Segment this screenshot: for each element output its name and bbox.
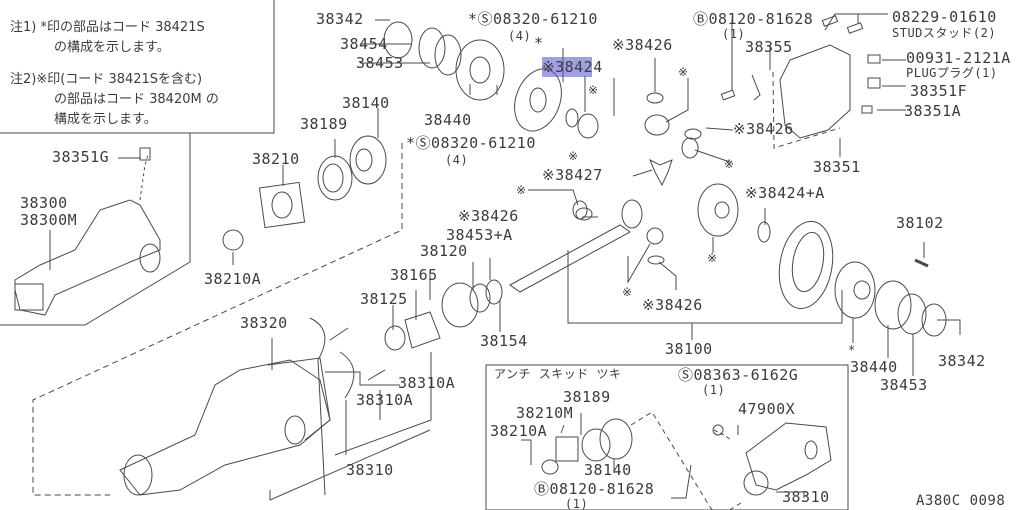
part-label-38300M[interactable]: 38300M xyxy=(20,211,78,229)
part-label-38165[interactable]: 38165 xyxy=(390,266,438,284)
part-label-38342[interactable]: 38342 xyxy=(316,10,364,28)
part-label-38310[interactable]: 38310 xyxy=(346,461,394,479)
part-label-38351G[interactable]: 38351G xyxy=(52,148,110,166)
part-label-38140[interactable]: 38140 xyxy=(342,94,390,112)
part-label-38355[interactable]: 38355 xyxy=(745,38,793,56)
bolt-label-08320-61210-top[interactable]: *Ⓢ08320-61210 xyxy=(468,10,598,28)
part-label-38120[interactable]: 38120 xyxy=(420,242,468,260)
kome-marker-3: ※ xyxy=(568,149,579,163)
bolt-label-08320-61210-mid[interactable]: *Ⓢ08320-61210 xyxy=(406,134,536,152)
part-label-38426-a[interactable]: ※38426 xyxy=(612,36,673,54)
part-label-38189[interactable]: 38189 xyxy=(300,115,348,133)
part-label-38440-bottom[interactable]: 38440 xyxy=(850,358,898,376)
part-label-38453[interactable]: 38453 xyxy=(356,54,404,72)
part-label-38342-bottom[interactable]: 38342 xyxy=(938,352,986,370)
part-label-38453-bottom[interactable]: 38453 xyxy=(880,376,928,394)
note-2-line-3: 構成を示します。 xyxy=(54,112,157,127)
part-label-38210[interactable]: 38210 xyxy=(252,150,300,168)
bolt-qty-b-top: (1) xyxy=(722,27,746,41)
part-label-38351A[interactable]: 38351A xyxy=(904,102,962,120)
part-label-38426-c[interactable]: ※38426 xyxy=(458,207,519,225)
inset-line-art xyxy=(521,411,832,510)
inset-part-38210M[interactable]: 38210M xyxy=(516,404,574,422)
asterisk-marker: * xyxy=(534,34,544,52)
plug-part-number[interactable]: 00931-2121A xyxy=(906,49,1011,67)
part-label-38440[interactable]: 38440 xyxy=(424,111,472,129)
part-label-38454[interactable]: 38454 xyxy=(340,35,388,53)
part-label-38210A[interactable]: 38210A xyxy=(204,270,262,288)
selection-highlight xyxy=(542,57,592,77)
part-label-38424A[interactable]: ※38424+A xyxy=(745,184,825,202)
part-label-38351F[interactable]: 38351F xyxy=(910,82,968,100)
inset-title: アンチ スキッド ツキ xyxy=(494,367,622,381)
inset-bolt-s-qty: (1) xyxy=(702,383,726,397)
part-label-38310A-2[interactable]: 38310A xyxy=(356,391,414,409)
inset-bolt-b[interactable]: Ⓑ08120-81628 xyxy=(534,480,655,498)
part-label-38102[interactable]: 38102 xyxy=(896,214,944,232)
kome-marker-2: ※ xyxy=(588,83,599,97)
inset-part-38310[interactable]: 38310 xyxy=(782,488,830,506)
part-label-38427[interactable]: ※38427 xyxy=(542,166,603,184)
part-label-38300[interactable]: 38300 xyxy=(20,194,68,212)
inset-part-38140[interactable]: 38140 xyxy=(584,461,632,479)
figure-code: A380C 0098 xyxy=(916,493,1006,509)
bolt-label-08120-81628-top[interactable]: Ⓑ08120-81628 xyxy=(693,10,814,28)
stud-description: STUDスタッド(2) xyxy=(892,26,997,40)
bolt-qty-top: (4) xyxy=(508,29,532,43)
kome-marker-7: ※ xyxy=(622,285,633,299)
note-2-line-2: の部品はコード 38420M の xyxy=(54,92,219,107)
inset-bolt-s[interactable]: Ⓢ08363-6162G xyxy=(678,366,799,384)
kome-marker-5: ※ xyxy=(516,183,527,197)
plug-description: PLUGプラグ(1) xyxy=(906,66,998,80)
kome-marker-1: ※ xyxy=(678,65,689,79)
part-label-38426-b[interactable]: ※38426 xyxy=(733,120,794,138)
highlighted-text: ※3842 xyxy=(542,58,594,76)
part-label-38320[interactable]: 38320 xyxy=(240,314,288,332)
differential-assembly-38300 xyxy=(15,148,160,315)
asterisk-marker-diff: * xyxy=(848,343,856,357)
inset-part-38189[interactable]: 38189 xyxy=(563,388,611,406)
part-label-38426-d[interactable]: ※38426 xyxy=(642,296,703,314)
bolt-qty-mid: (4) xyxy=(445,153,469,167)
inset-part-38210A[interactable]: 38210A xyxy=(490,422,548,440)
stud-part-number[interactable]: 08229-01610 xyxy=(892,8,997,26)
inset-bolt-b-qty: (1) xyxy=(565,497,589,510)
part-label-38100[interactable]: 38100 xyxy=(665,340,713,358)
part-label-38424-highlighted[interactable]: ※38424 xyxy=(542,60,603,75)
kome-marker-6: ※ xyxy=(707,251,718,265)
part-label-38310A-1[interactable]: 38310A xyxy=(398,374,456,392)
part-label-38351[interactable]: 38351 xyxy=(813,158,861,176)
kome-marker-4: ※ xyxy=(724,157,735,171)
part-label-38154[interactable]: 38154 xyxy=(480,332,528,350)
trailing-text: 4 xyxy=(593,58,603,76)
part-label-38453A[interactable]: 38453+A xyxy=(446,226,513,244)
note-2-line-1: 注2)※印(コード 38421Sを含む) xyxy=(10,72,203,87)
note-1-line-2: の構成を示します。 xyxy=(54,40,170,55)
part-label-38125[interactable]: 38125 xyxy=(360,290,408,308)
inset-part-47900X[interactable]: 47900X xyxy=(738,400,796,418)
note-1-line-1: 注1) *印の部品はコード 38421S xyxy=(10,20,205,35)
